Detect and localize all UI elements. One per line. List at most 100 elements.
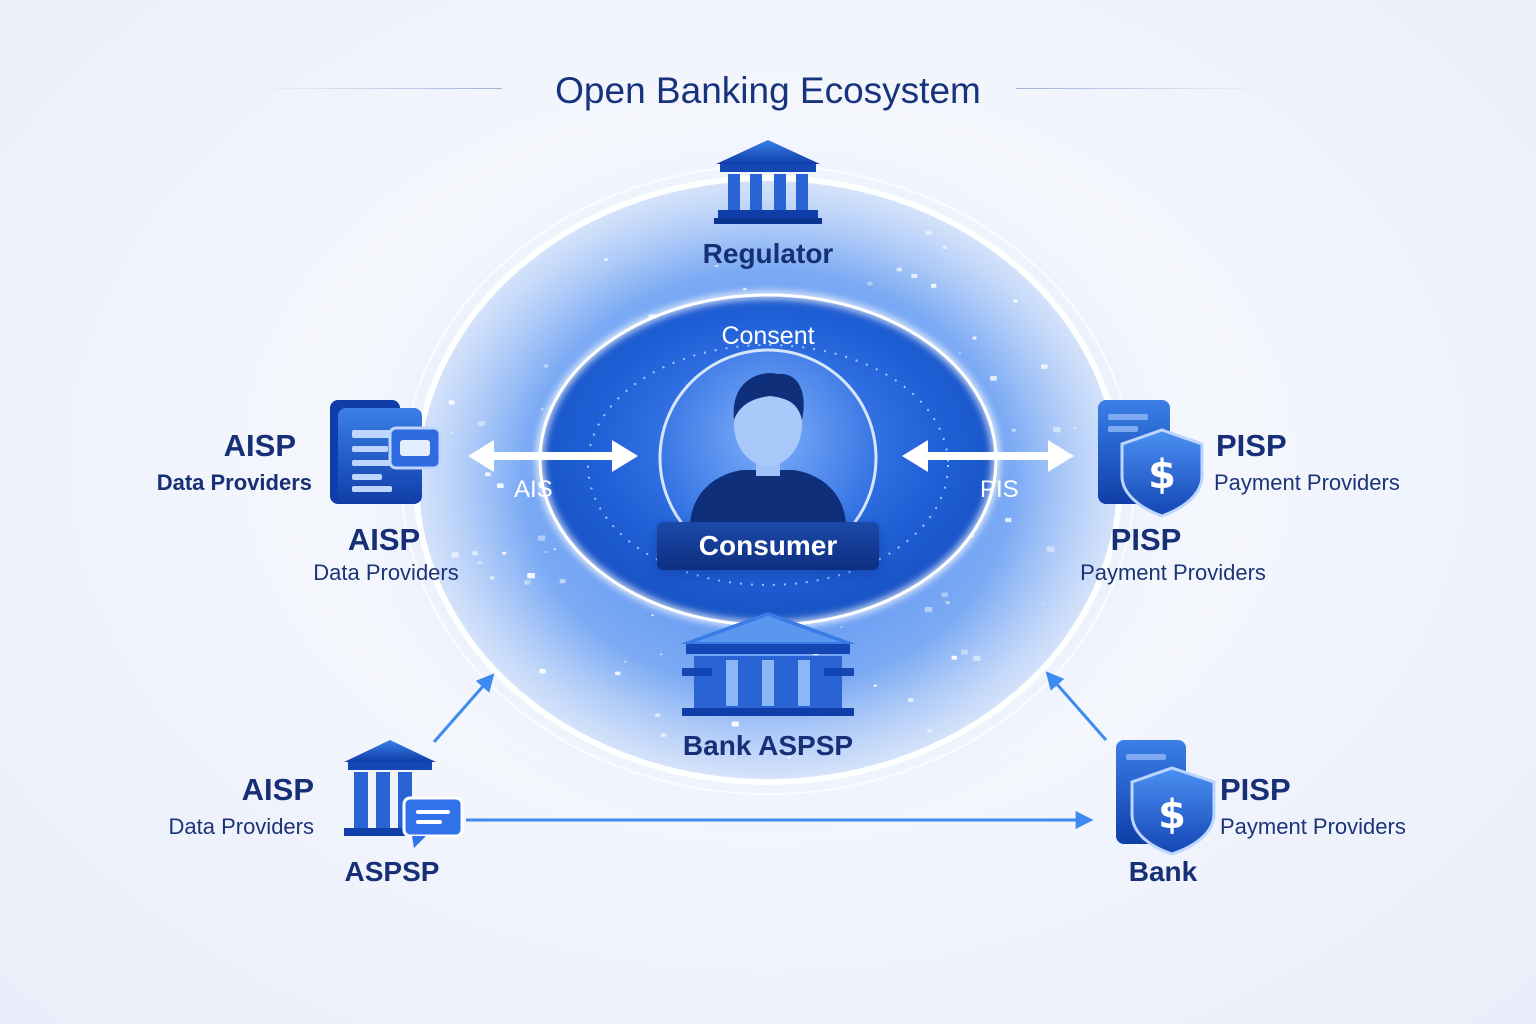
dollar-shield-icon-upper: $: [1098, 400, 1204, 518]
sparkle: [945, 601, 950, 605]
sparkle: [541, 408, 544, 410]
sparkle: [497, 483, 504, 489]
sparkle: [527, 492, 531, 495]
sparkle: [958, 352, 962, 354]
sparkle: [660, 733, 667, 737]
sparkle: [733, 756, 736, 758]
sparkle: [1041, 364, 1048, 369]
page-title: Open Banking Ecosystem: [555, 70, 981, 111]
pisp-subtitle-lower: Payment Providers: [1220, 814, 1406, 839]
sparkle: [924, 606, 933, 613]
sparkle: [502, 551, 507, 555]
sparkle: [660, 653, 663, 656]
bank-aspsp-label: Bank ASPSP: [682, 730, 854, 761]
consent-label: Consent: [721, 322, 815, 350]
sparkle: [973, 655, 981, 661]
sparkle: [651, 614, 654, 616]
sparkle: [731, 721, 739, 727]
sparkle: [477, 421, 485, 426]
aspsp-node-label: ASPSP: [344, 856, 440, 887]
sparkle: [790, 744, 795, 748]
ais-arrow-label: AIS: [514, 476, 553, 503]
title-rule-left: [252, 88, 502, 89]
svg-text:$: $: [1158, 792, 1186, 838]
sparkle: [925, 230, 932, 236]
bank-icon-aspsp: [680, 612, 856, 716]
sparkle: [655, 713, 660, 717]
pis-double-arrow: [902, 440, 1074, 472]
pisp-title-second: PISP: [1110, 522, 1182, 557]
sparkle: [624, 660, 627, 663]
sparkle: [896, 267, 902, 272]
sparkle: [931, 283, 937, 288]
sparkle: [990, 376, 997, 381]
sparkle: [911, 273, 918, 278]
sparkle: [604, 258, 608, 261]
sparkle: [559, 579, 566, 584]
aisp-subtitle-lower: Data Providers: [168, 814, 314, 839]
pisp-title-upper: PISP: [1216, 428, 1287, 463]
sparkle: [908, 698, 914, 702]
sparkle: [1073, 427, 1077, 430]
sparkle: [485, 472, 491, 477]
sparkle: [1013, 299, 1018, 303]
bank-icon-regulator: [714, 140, 822, 224]
sparkle: [527, 573, 535, 579]
sparkle: [675, 754, 678, 757]
sparkle: [553, 548, 556, 551]
sparkle: [960, 649, 968, 655]
sparkle: [873, 684, 877, 687]
sparkle: [544, 551, 547, 553]
sparkle: [477, 560, 483, 565]
sparkle: [615, 671, 621, 676]
inner-dotted-ring: [587, 344, 949, 586]
document-card-icon: [330, 400, 442, 504]
bank-chat-icon: [344, 740, 464, 848]
pisp-subtitle-upper: Payment Providers: [1214, 470, 1400, 495]
pisp-title-lower: PISP: [1220, 772, 1291, 807]
ais-double-arrow: [468, 440, 638, 472]
sparkle: [972, 336, 977, 340]
sparkle: [927, 728, 932, 733]
sparkle: [489, 576, 495, 580]
sparkle: [1053, 427, 1061, 433]
aspsp-to-ring-arrow: [432, 673, 495, 743]
sparkle: [840, 626, 843, 628]
sparkle: [714, 264, 719, 268]
sparkle: [941, 592, 948, 598]
sparkle: [451, 552, 459, 558]
sparkle: [450, 431, 453, 434]
dollar-shield-icon-lower: $: [1116, 740, 1216, 856]
sparkle: [951, 655, 957, 660]
sparkle: [787, 756, 791, 759]
sparkle: [818, 254, 822, 257]
sparkle: [524, 580, 531, 585]
svg-text:$: $: [1148, 452, 1176, 498]
sparkle: [1011, 428, 1016, 432]
pis-arrow-label: PIS: [980, 476, 1019, 503]
sparkle: [539, 668, 546, 674]
aisp-title-lower: AISP: [241, 772, 314, 807]
aisp-title-upper: AISP: [223, 428, 296, 463]
sparkle: [942, 245, 947, 249]
sparkle: [1046, 546, 1055, 552]
regulator-label: Regulator: [702, 238, 834, 269]
pisp-subtitle-second: Payment Providers: [1080, 560, 1266, 585]
consumer-pill: [657, 522, 879, 570]
aisp-title-second: AISP: [347, 522, 421, 557]
sparkle: [867, 281, 873, 286]
sparkle: [743, 287, 747, 291]
sparkle: [472, 551, 478, 556]
sparkle: [537, 535, 546, 541]
user-icon: [690, 373, 846, 524]
sparkle: [448, 400, 455, 405]
sparkle: [1005, 517, 1012, 523]
sparkle: [543, 364, 549, 368]
sparkle: [1041, 603, 1045, 605]
aisp-subtitle-upper: Data Providers: [156, 470, 312, 495]
aisp-subtitle-second: Data Providers: [313, 560, 459, 585]
title-rule-right: [1016, 88, 1266, 89]
bank-node-label: Bank: [1128, 856, 1198, 887]
consumer-label: Consumer: [698, 530, 838, 561]
